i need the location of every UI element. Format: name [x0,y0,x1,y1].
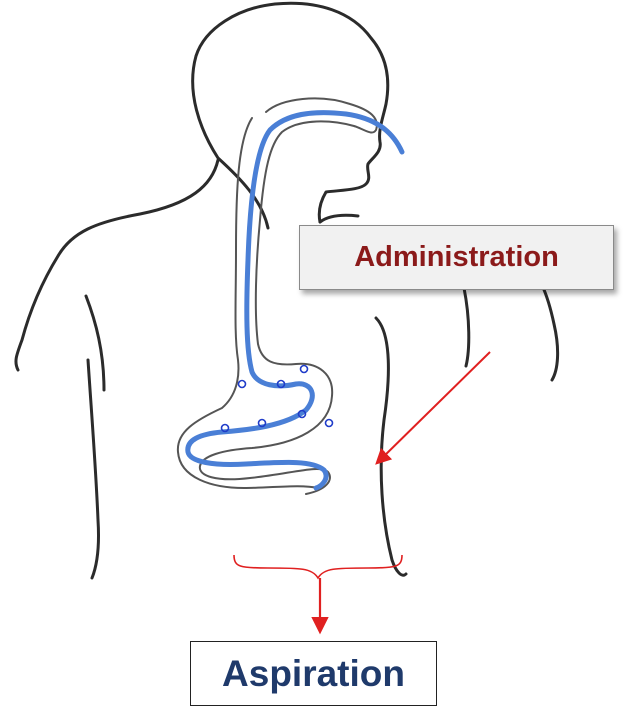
bubble [239,381,246,388]
right-torso-outline [376,318,406,575]
administration-arrow [378,352,490,462]
bubble [326,420,333,427]
aspiration-label: Aspiration [222,653,405,695]
left-shoulder-arm-outline [16,160,218,370]
aspiration-brace [234,555,402,578]
administration-label: Administration [354,241,559,274]
left-torso-outline [88,360,99,578]
human-body-outline [16,3,558,578]
right-inner-arm-outline [464,288,469,366]
aspiration-label-box: Aspiration [190,641,437,706]
bubble [301,366,308,373]
gastric-tube [188,113,402,488]
administration-label-box: Administration [299,225,614,290]
